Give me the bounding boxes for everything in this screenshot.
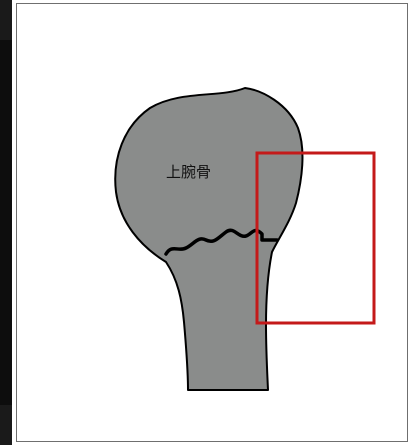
bone-label: 上腕骨	[166, 163, 211, 181]
fracture-line	[164, 228, 279, 256]
left-edge-strip-inner	[0, 40, 12, 405]
left-edge-strip	[0, 0, 12, 445]
highlight-box	[255, 151, 376, 325]
